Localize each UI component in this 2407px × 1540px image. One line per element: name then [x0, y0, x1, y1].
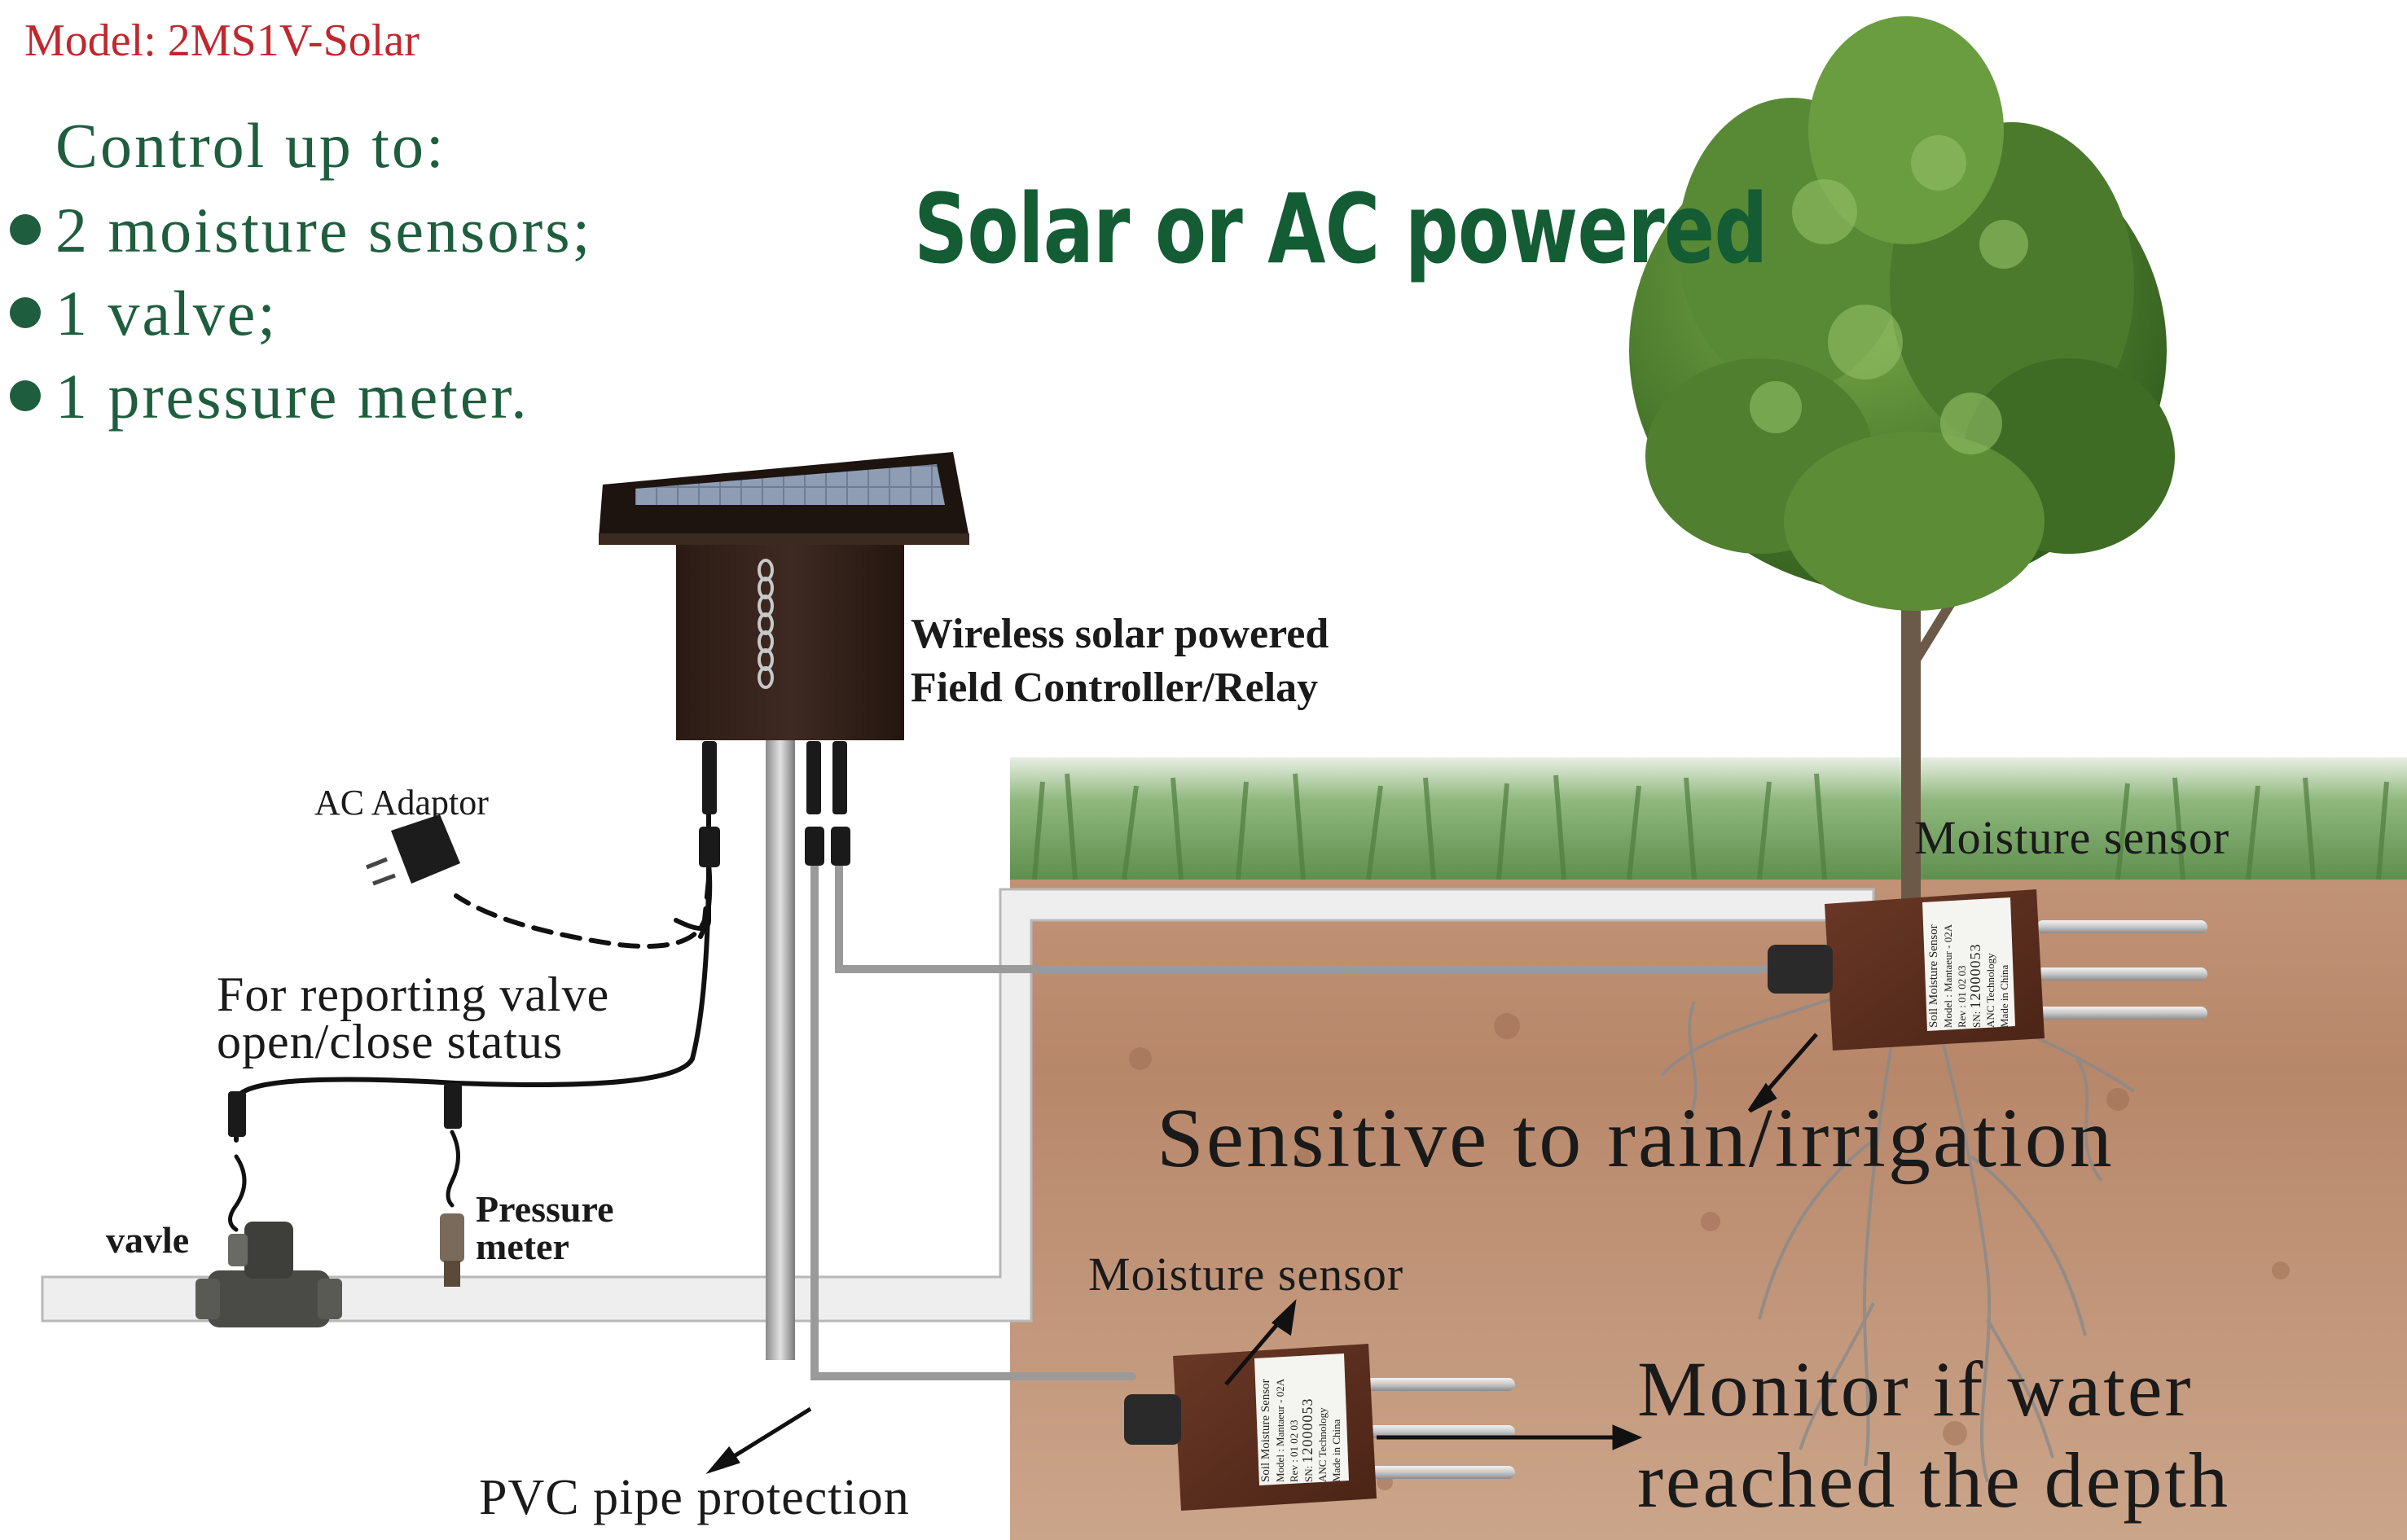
control-heading: Control up to:	[55, 110, 446, 181]
controller-label-line2: Field Controller/Relay	[911, 665, 1319, 711]
reporting-label-line1: For reporting valve	[217, 967, 610, 1021]
bullet-text: 1 valve;	[55, 278, 279, 349]
upper-moisture-sensor	[1768, 889, 2045, 1051]
monitor-label-line1: Monitor if water	[1637, 1345, 2194, 1433]
monitor-depth-label: Monitor if water reached the depth	[1637, 1344, 2230, 1526]
plate-title-lower: Soil Moisture Sensor	[1259, 1379, 1272, 1482]
plate-sn-number: 12000053	[1967, 943, 1983, 1009]
plate-sn-lower: SN: 12000053	[1299, 1360, 1316, 1482]
pressure-label-line1: Pressure	[476, 1188, 614, 1230]
plate-model: Model : Mantaeur - 02A	[1942, 924, 1954, 1028]
cable-connectors	[228, 741, 850, 1137]
sensor-cables	[228, 779, 1829, 1380]
lower-sensor-label: Moisture sensor	[1088, 1248, 1404, 1301]
reporting-label-line2: open/close status	[217, 1015, 564, 1068]
plate-origin: Made in China	[1998, 964, 2010, 1028]
controller-label: Wireless solar powered Field Controller/…	[911, 608, 1329, 715]
pressure-label-line2: meter	[476, 1226, 569, 1267]
bullet-pressure-meter: 1 pressure meter.	[10, 365, 529, 428]
ac-adaptor-device	[366, 814, 460, 886]
upper-sensor-plate-text: Soil Moisture Sensor Model : Mantaeur - …	[1927, 906, 2011, 1028]
pvc-pipe-label: PVC pipe protection	[479, 1470, 910, 1525]
bullet-dot-icon	[10, 214, 41, 245]
callout-arrows	[705, 1033, 1818, 1475]
plate-model-lower: Model : Mantaeur - 02A	[1274, 1378, 1286, 1482]
valve-label: vavle	[106, 1219, 190, 1261]
plate-sn-number-lower: 12000053	[1299, 1397, 1316, 1463]
plate-sn: SN: 12000053	[1967, 906, 1983, 1028]
bullet-valve: 1 valve;	[10, 282, 278, 345]
monitor-label-line2: reached the depth	[1637, 1437, 2230, 1524]
power-title: Solar or AC powered	[914, 173, 1768, 285]
upper-sensor-label: Moisture sensor	[1914, 811, 2230, 864]
reporting-status-label: For reporting valve open/close status	[217, 967, 610, 1068]
bullet-moisture-sensors: 2 moisture sensors;	[10, 199, 592, 262]
bullet-text: 2 moisture sensors;	[55, 195, 593, 265]
lower-sensor-plate-text: Soil Moisture Sensor Model : Mantaeur - …	[1259, 1360, 1343, 1482]
mounting-pole	[766, 733, 795, 1360]
plate-sn-prefix-lower: SN:	[1302, 1465, 1315, 1482]
plate-maker: ANC Technology	[1984, 953, 1996, 1028]
upper-sensor-probes	[2036, 920, 2207, 1020]
solenoid-valve	[195, 1222, 342, 1327]
bullet-dot-icon	[10, 297, 41, 328]
plate-origin-lower: Made in China	[1330, 1419, 1342, 1482]
bullet-dot-icon	[10, 380, 41, 411]
plate-title: Soil Moisture Sensor	[1927, 924, 1940, 1028]
bullet-text: 1 pressure meter.	[55, 361, 529, 432]
field-controller-device	[599, 452, 969, 740]
controller-label-line1: Wireless solar powered	[911, 611, 1329, 657]
pressure-meter-device	[440, 1213, 464, 1287]
model-label: Model: 2MS1V-Solar	[24, 15, 419, 66]
lower-moisture-sensor	[1124, 1344, 1377, 1511]
pressure-meter-label: Pressure meter	[476, 1191, 614, 1266]
ac-adaptor-label: AC Adaptor	[314, 783, 489, 823]
plate-maker-lower: ANC Technology	[1316, 1407, 1329, 1482]
plate-sn-prefix: SN:	[1970, 1011, 1983, 1028]
tree-illustration	[1629, 16, 2175, 920]
lower-sensor-probes	[1360, 1378, 1515, 1479]
sensitive-label: Sensitive to rain/irrigation	[1157, 1091, 2115, 1185]
